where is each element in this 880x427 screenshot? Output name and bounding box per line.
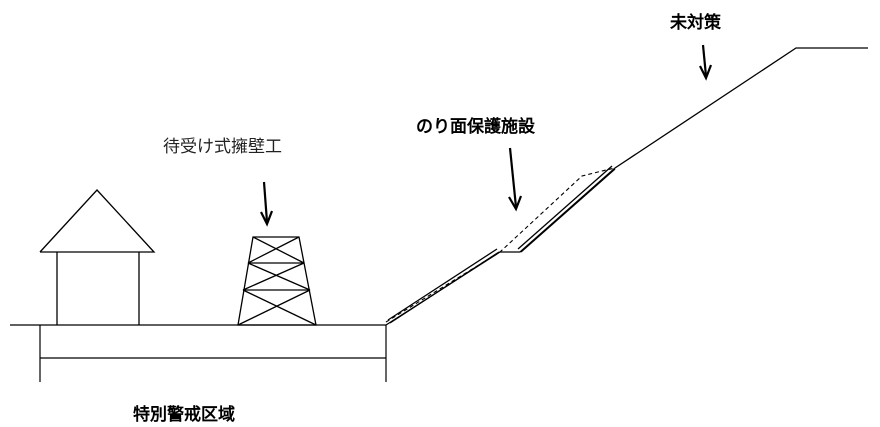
label-special-warning-area: 特別警戒区域 xyxy=(133,404,235,425)
slope-protection-facility xyxy=(387,165,616,324)
arrow-untreated-icon xyxy=(699,44,713,81)
retaining-wall-icon xyxy=(237,236,317,326)
label-slope-protection: のり面保護施設 xyxy=(416,116,536,137)
special-warning-area-bracket xyxy=(39,325,387,382)
house-icon xyxy=(39,189,156,325)
label-retaining-wall: 待受け式擁壁工 xyxy=(163,137,282,157)
original-ground-dashed-line xyxy=(385,167,616,323)
arrow-slope-protection-icon xyxy=(508,147,523,212)
slope-profile xyxy=(385,47,868,326)
label-untreated: 未対策 xyxy=(669,12,722,33)
arrow-retaining-wall-icon xyxy=(260,181,274,227)
